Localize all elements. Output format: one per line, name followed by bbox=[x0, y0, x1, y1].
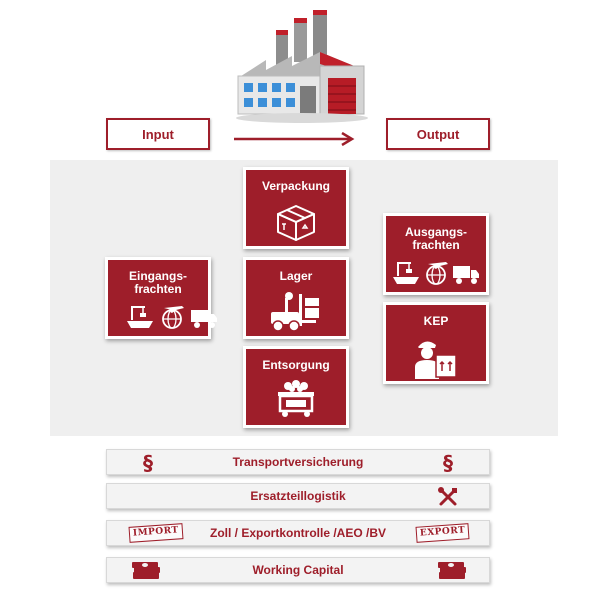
tile-eingangsfrachten: Eingangs- frachten bbox=[105, 257, 217, 339]
input-label: Input bbox=[106, 118, 210, 150]
tile-lager: Lager bbox=[243, 257, 349, 339]
globe-plane-icon bbox=[426, 262, 448, 285]
tools-icon bbox=[438, 487, 457, 506]
svg-text:§: § bbox=[443, 452, 453, 474]
bar-label: Transportversicherung bbox=[232, 455, 364, 469]
bar-label: Working Capital bbox=[252, 563, 344, 577]
courier-parcel-icon bbox=[415, 341, 457, 379]
tile-ausgangsfrachten: Ausgangs- frachten bbox=[383, 213, 489, 295]
tile-kep: KEP bbox=[383, 302, 489, 384]
tile-title: Verpackung bbox=[261, 179, 331, 193]
waste-container-icon bbox=[278, 380, 314, 417]
tile-title: KEP bbox=[423, 314, 449, 328]
bar-ersatzteillogistik: Ersatzteillogistik bbox=[106, 483, 490, 509]
bar-working-capital: Working Capital bbox=[106, 557, 490, 583]
bar-transportversicherung: § Transportversicherung § bbox=[106, 449, 490, 475]
tile-title: Entsorgung bbox=[262, 358, 330, 372]
money-stack-icon bbox=[438, 562, 466, 579]
money-stack-icon bbox=[132, 562, 160, 579]
paragraph-icon: § bbox=[443, 452, 453, 474]
factory-icon bbox=[236, 10, 368, 123]
truck-icon bbox=[453, 266, 479, 284]
bar-label: Zoll / Exportkontrolle /AEO /BV bbox=[209, 526, 386, 540]
svg-text:§: § bbox=[143, 452, 153, 474]
tile-title: Ausgangs- frachten bbox=[404, 225, 467, 252]
bar-label: Ersatzteillogistik bbox=[250, 489, 346, 503]
output-label: Output bbox=[386, 118, 490, 150]
globe-plane-icon bbox=[162, 306, 184, 329]
bar-zoll-exportkontrolle: IMPORT Zoll / Exportkontrolle /AEO /BV E… bbox=[106, 520, 490, 546]
forklift-icon bbox=[271, 292, 319, 332]
truck-icon bbox=[191, 310, 217, 328]
flow-arrow-icon bbox=[234, 132, 355, 146]
tile-title: Eingangs- frachten bbox=[128, 269, 187, 296]
ship-crane-icon bbox=[393, 262, 419, 284]
tile-title: Lager bbox=[279, 269, 313, 283]
tile-entsorgung: Entsorgung bbox=[243, 346, 349, 428]
paragraph-icon: § bbox=[143, 452, 153, 474]
package-box-icon bbox=[277, 205, 315, 241]
ship-crane-icon bbox=[127, 306, 153, 328]
tile-verpackung: Verpackung bbox=[243, 167, 349, 249]
